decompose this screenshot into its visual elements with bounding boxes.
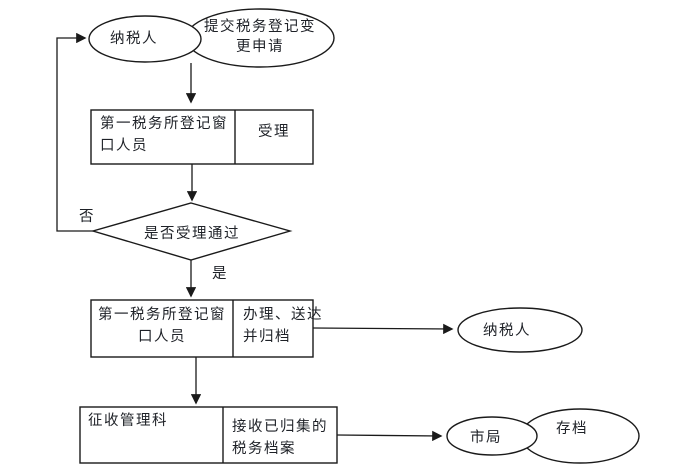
decision-yes-label: 是 [212, 266, 228, 282]
taxpayer-start-ellipse [88, 15, 202, 63]
accept-action-label: 受理 [258, 124, 290, 140]
accept-box [90, 109, 314, 165]
arrow-process-to-taxpayer [312, 323, 454, 335]
decision-no-label: 否 [79, 209, 95, 225]
city-bureau-label: 市局 [470, 430, 502, 446]
no-feedback-line [56, 32, 93, 232]
submit-application-label: 提交税务登记变 更申请 [204, 19, 316, 55]
taxpayer-result-label: 纳税人 [483, 323, 531, 339]
archive-role-label: 征收管理科 [88, 413, 168, 429]
process-role-label: 第一税务所登记窗 口人员 [98, 307, 226, 345]
process-action-label: 办理、送达 并归档 [243, 307, 323, 345]
taxpayer-start-label: 纳税人 [110, 31, 158, 47]
archive-box [79, 406, 338, 464]
decision-question-label: 是否受理通过 [144, 226, 240, 242]
taxpayer-result-ellipse [457, 307, 583, 353]
arrow-archive-to-bureau [336, 430, 443, 442]
process-box [90, 299, 314, 358]
archive-action-label: 接收已归集的 税务档案 [232, 419, 328, 457]
city-bureau-ellipse [446, 416, 538, 456]
accept-role-label: 第一税务所登记窗 口人员 [100, 116, 228, 154]
archive-ellipse-label: 存档 [556, 421, 588, 437]
